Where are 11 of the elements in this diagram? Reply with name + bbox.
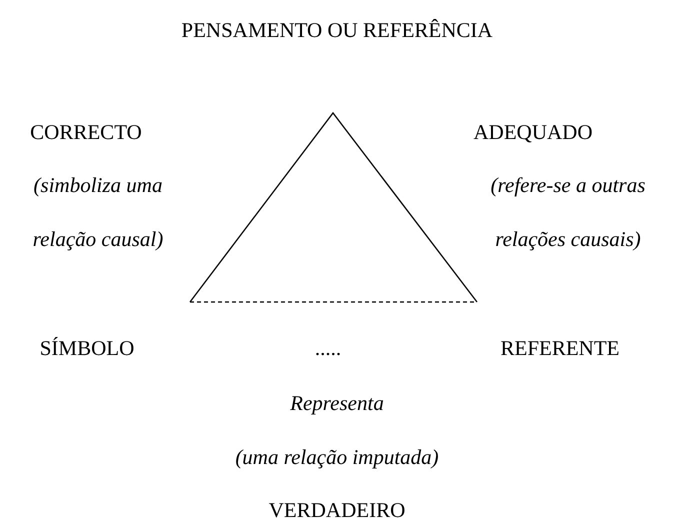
vertex-label: REFERENTE [500, 335, 620, 362]
base-label: VERDADEIRO [268, 497, 406, 518]
dots-label: ..... [314, 335, 342, 362]
vertex-label: SÍMBOLO [38, 335, 136, 362]
side-label: ADEQUADO [472, 119, 594, 146]
vertex-label: PENSAMENTO OU REFERÊNCIA [180, 17, 494, 44]
side-label: CORRECTO [29, 119, 143, 146]
side-note: (refere-se a outras relações causais) [490, 172, 646, 253]
base-note: (uma relação imputada) [234, 444, 440, 471]
base-label: Representa [289, 390, 385, 417]
side-note: (simboliza uma relação causal) [32, 172, 164, 253]
